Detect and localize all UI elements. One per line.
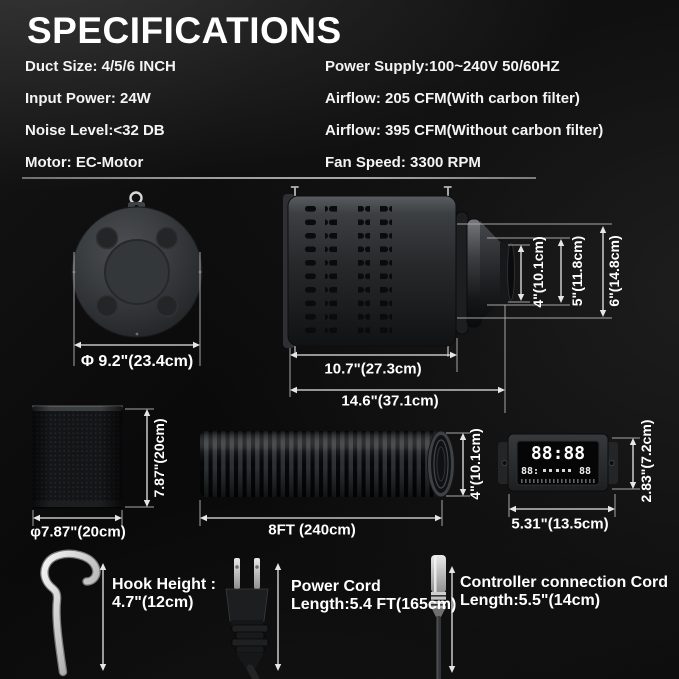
connector-illustration (431, 555, 446, 679)
outlet-4in-label: 4"(10.1cm) (530, 236, 546, 308)
fan-diameter-label: Φ 9.2"(23.4cm) (80, 353, 194, 370)
total-length-label: 14.6"(37.1cm) (341, 392, 439, 410)
controller-height-label: 2.83"(7.2cm) (638, 419, 654, 503)
controller-display-main: 88:88 (530, 443, 586, 464)
duct-illustration (200, 430, 455, 498)
spec-airflow-with: Airflow: 205 CFM(With carbon filter) (325, 90, 580, 107)
hook-height-caption-2: 4.7"(12cm) (112, 594, 194, 611)
controller-display-sub-left: 88: (521, 466, 540, 477)
power-plug-illustration (225, 558, 269, 679)
fan-side-view-illustration (283, 186, 515, 357)
section-divider (22, 177, 536, 179)
dimension-lines (32, 223, 640, 673)
body-length-label: 10.7"(27.3cm) (324, 360, 422, 378)
controller-display (516, 440, 600, 486)
controller-display-sub-right: 88 (579, 466, 592, 477)
spec-noise-level: Noise Level:<32 DB (25, 122, 165, 139)
controller-illustration (498, 433, 618, 492)
controller-cord-caption-1: Controller connection Cord (460, 574, 668, 591)
power-cord-caption-1: Power Cord (291, 578, 381, 595)
body-6in-label: 6"(14.8cm) (606, 235, 622, 307)
carbon-filter-illustration (32, 405, 123, 509)
spec-duct-size: Duct Size: 4/5/6 INCH (25, 58, 176, 75)
controller-cord-caption-2: Length:5.5"(14cm) (460, 592, 601, 609)
hanging-ring-icon (129, 191, 143, 205)
hook-height-caption-1: Hook Height : (112, 576, 216, 593)
controller-width-label: 5.31"(13.5cm) (511, 515, 609, 533)
filter-diameter-label: φ7.87"(20cm) (30, 523, 126, 541)
filter-height-label: 7.87"(20cm) (151, 418, 167, 498)
fan-top-view-illustration (71, 191, 203, 338)
spec-motor: Motor: EC-Motor (25, 154, 144, 171)
duct-length-label: 8FT (240cm) (268, 521, 356, 539)
spec-power-supply: Power Supply:100~240V 50/60HZ (325, 58, 560, 75)
page-title: SPECIFICATIONS (27, 10, 342, 51)
spec-fan-speed: Fan Speed: 3300 RPM (325, 154, 481, 171)
duct-diameter-label: 4"(10.1cm) (467, 428, 483, 500)
spec-input-power: Input Power: 24W (25, 90, 151, 107)
mid-5in-label: 5"(11.8cm) (569, 235, 585, 307)
hook-illustration (40, 549, 101, 677)
power-cord-caption-2: Length:5.4 FT(165cm) (291, 596, 457, 613)
spec-airflow-without: Airflow: 395 CFM(Without carbon filter) (325, 122, 604, 139)
